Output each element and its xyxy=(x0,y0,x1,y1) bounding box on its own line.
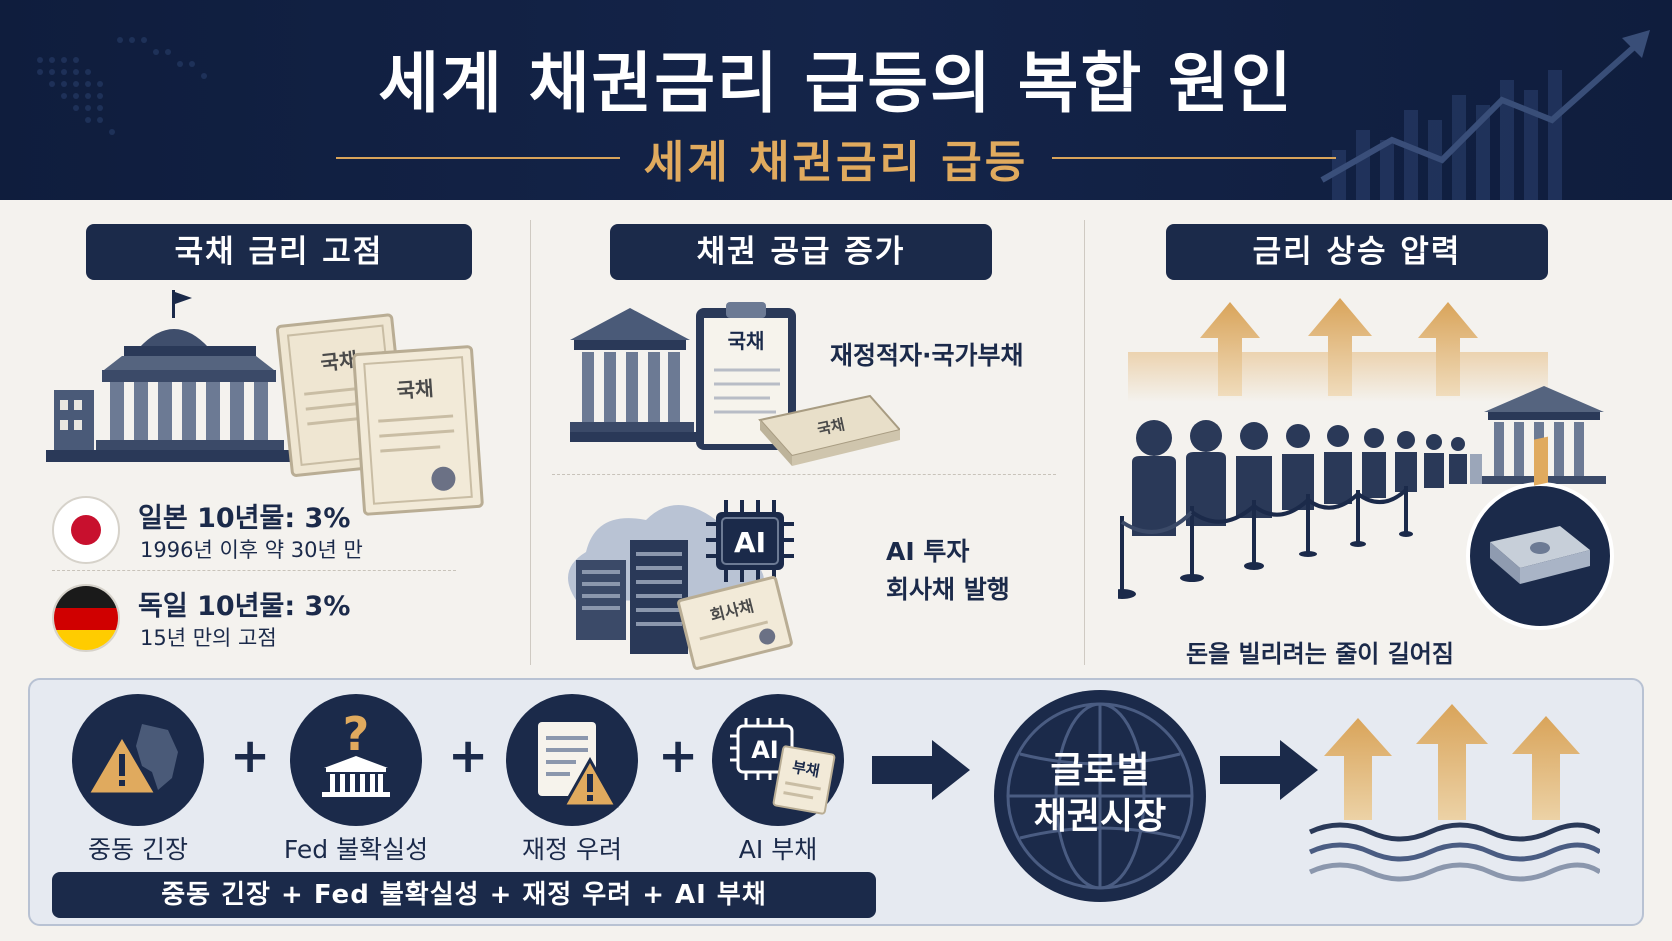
borrowing-queue-illustration xyxy=(1118,298,1614,630)
germany-yield-title: 독일 10년물: 3% xyxy=(138,591,351,622)
ai-bond-icon: AI 부채 xyxy=(712,694,844,826)
svg-text:?: ? xyxy=(343,707,370,761)
bond-doc-label-2: 국채 xyxy=(396,376,434,403)
borrowing-queue-caption: 돈을 빌리려는 줄이 길어짐 xyxy=(1186,640,1454,668)
corporate-bond-caption: 회사채 발행 xyxy=(886,575,1010,604)
bond-stack-label: 국채 xyxy=(816,415,847,438)
global-bond-market-circle xyxy=(994,690,1206,902)
global-label-line-1: 글로벌 xyxy=(1050,750,1150,791)
japan-flag-icon xyxy=(52,496,120,564)
subtitle-row: 세계 채권금리 급등 xyxy=(336,128,1337,188)
arrow-right-icon xyxy=(872,740,970,800)
warning-map-icon xyxy=(72,694,204,826)
item-separator xyxy=(52,570,456,571)
plus-sign-2: + xyxy=(448,728,489,784)
subtitle-line-right xyxy=(1052,157,1337,159)
fed-question-icon: ? xyxy=(290,694,422,826)
subtitle: 세계 채권금리 급등 xyxy=(643,137,1029,188)
column2-separator xyxy=(552,474,1056,475)
column-heading-rate-pressure: 금리 상승 압력 xyxy=(1166,224,1548,280)
main-title: 세계 채권금리 급등의 복합 원인 xyxy=(378,45,1294,122)
column-divider-2 xyxy=(1084,220,1085,665)
ai-datacenter-illustration: AI 회사채 xyxy=(568,500,794,670)
bond-doc-label-1: 국채 xyxy=(319,348,358,376)
document-warning-icon xyxy=(506,694,638,826)
bottom-bond-label: 부채 xyxy=(791,758,821,781)
arrow-right-icon-2 xyxy=(1220,740,1318,800)
government-building-bonds-illustration: 국채 국채 xyxy=(46,290,484,516)
japan-yield-detail: 1996년 이후 약 30년 만 xyxy=(140,538,363,562)
global-bond-market-label: 글로벌 채권시장 xyxy=(994,748,1206,840)
plus-sign-1: + xyxy=(230,728,271,784)
clipboard-bond-label: 국채 xyxy=(728,329,765,353)
rising-rates-waves-illustration xyxy=(1308,704,1600,882)
ai-chip-label: AI xyxy=(734,526,766,559)
causes-summary-bar: 중동 긴장 + Fed 불확실성 + 재정 우려 + AI 부채 xyxy=(52,872,876,918)
rising-trend-decoration xyxy=(1320,30,1650,200)
column-heading-bond-peak: 국채 금리 고점 xyxy=(86,224,472,280)
germany-flag-icon xyxy=(52,584,120,652)
bottom-ai-chip-label: AI xyxy=(751,736,779,764)
fiscal-deficit-caption: 재정적자·국가부채 xyxy=(830,341,1024,370)
header-banner: 세계 채권금리 급등의 복합 원인 세계 채권금리 급등 xyxy=(0,0,1672,200)
cause-label-middle-east: 중동 긴장 xyxy=(88,835,188,864)
germany-yield-detail: 15년 만의 고점 xyxy=(140,626,277,650)
cause-label-fiscal: 재정 우려 xyxy=(522,835,622,864)
cause-label-ai-debt: AI 부채 xyxy=(738,835,818,864)
column-heading-bond-supply: 채권 공급 증가 xyxy=(610,224,992,280)
treasury-clipboard-illustration: 국채 국채 xyxy=(570,302,900,466)
japan-yield-title: 일본 10년물: 3% xyxy=(138,503,351,534)
ai-investment-caption: AI 투자 xyxy=(886,537,970,566)
subtitle-line-left xyxy=(336,157,620,159)
global-label-line-2: 채권시장 xyxy=(1033,796,1167,837)
world-map-decoration xyxy=(37,37,207,135)
plus-sign-3: + xyxy=(658,728,699,784)
cause-label-fed: Fed 불확실성 xyxy=(283,835,429,864)
column-divider-1 xyxy=(530,220,531,665)
